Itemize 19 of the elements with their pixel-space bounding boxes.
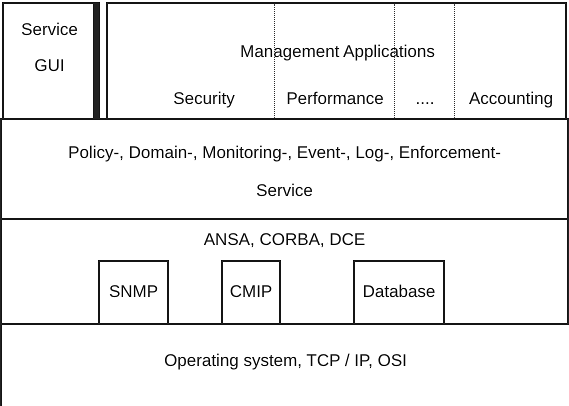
layer-label: Service GUI bbox=[20, 19, 79, 77]
application-box bbox=[106, 2, 567, 120]
layer-label: Security bbox=[172, 88, 236, 110]
layer-label: Management Applications bbox=[239, 41, 436, 63]
middleware-layer bbox=[0, 218, 569, 325]
layer-label: CMIP bbox=[228, 281, 274, 303]
layer-label: Accounting bbox=[468, 88, 554, 110]
service-box bbox=[2, 2, 100, 120]
layer-label: .... bbox=[414, 88, 436, 110]
layer-label: Operating system, TCP / IP, OSI bbox=[163, 350, 408, 372]
layer-label: ANSA, CORBA, DCE bbox=[202, 229, 366, 251]
database-box bbox=[353, 260, 445, 323]
layer-label: Performance bbox=[285, 88, 385, 110]
service-layer bbox=[0, 118, 569, 220]
layer-label: Database bbox=[362, 281, 436, 303]
layer-label: Policy-, Domain-, Monitoring-, Event-, Log-, Enforcement-Service bbox=[67, 142, 502, 202]
protocol-box bbox=[98, 260, 169, 323]
layer-label: SNMP bbox=[108, 281, 160, 303]
protocol-box bbox=[221, 260, 281, 323]
